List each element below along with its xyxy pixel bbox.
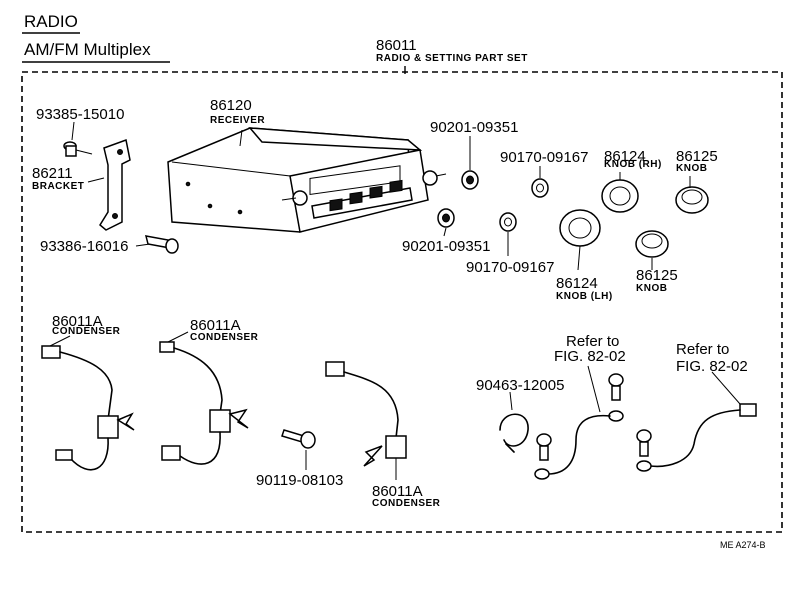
label-90463: 90463-12005 [476,377,565,394]
label-ref1-line1: Refer to [566,333,620,350]
label-90201-top: 90201-09351 [430,119,519,136]
condenser-2 [159,341,249,465]
condenser-1 [41,345,135,471]
knob-86125-bottom [635,230,669,258]
screw-90119 [281,429,316,449]
label-93385: 93385-15010 [36,106,125,123]
label-ref1-line2: FIG. 82-02 [554,348,626,365]
label-86124-lh: 86124 [556,275,598,292]
set-name: RADIO & SETTING PART SET [376,53,528,64]
label-condenser-3: 86011A [372,483,423,500]
label-86125-top: 86125 [676,148,718,165]
label-condenser-2: 86011A [190,317,241,334]
knob-86124-rh [601,179,639,213]
label-90170-top: 90170-09167 [500,149,589,166]
ground-strap-1 [534,410,624,480]
label-90170-bottom: 90170-09167 [466,259,555,276]
clamp-90463 [499,413,529,453]
bolt-a [608,373,624,401]
label-ref2-line2: FIG. 82-02 [676,358,748,375]
condenser-3 [325,361,407,467]
label-86120-name: RECEIVER [210,115,266,126]
label-86211-name: BRACKET [32,181,85,192]
label-condenser-3-name: CONDENSER [372,498,441,509]
receiver-86120 [167,127,447,233]
label-condenser-1: 86011A [52,313,103,330]
washer-90170-top [531,178,549,198]
set-boundary [21,71,783,533]
bolt-b [536,433,552,461]
label-86125-bottom: 86125 [636,267,678,284]
set-number: 86011 [376,37,417,54]
label-ref2-line1: Refer to [676,341,730,358]
washer-90170-bottom [499,212,517,232]
nut-90201-top [461,170,479,190]
label-condenser-1-name: CONDENSER [52,326,121,337]
label-86125-top-name: KNOB [676,163,708,174]
label-86125-bottom-name: KNOB [636,283,668,294]
bolt-93386 [144,235,179,254]
diagram-title: RADIO [24,12,78,31]
label-86124-lh-name: KNOB (LH) [556,291,613,302]
ground-strap-2 [636,403,757,472]
label-93386: 93386-16016 [40,238,129,255]
knob-86124-lh [559,209,601,247]
bolt-c [636,429,652,457]
label-condenser-2-name: CONDENSER [190,332,259,343]
label-90201-bottom: 90201-09351 [402,238,491,255]
leader-lines [49,121,741,480]
footer-code: ME A274-B [720,540,766,550]
screw-93385 [63,141,93,157]
knob-86125-top [675,186,709,214]
bracket-86211 [99,138,131,231]
label-86124-rh: 86124 [604,148,646,165]
nut-90201-bottom [437,208,455,228]
diagram-subtitle: AM/FM Multiplex [24,40,151,59]
label-90119: 90119-08103 [256,472,344,489]
label-86124-rh-name: KNOB (RH) [604,159,662,170]
label-86211: 86211 [32,165,73,182]
label-86120: 86120 [210,97,252,114]
